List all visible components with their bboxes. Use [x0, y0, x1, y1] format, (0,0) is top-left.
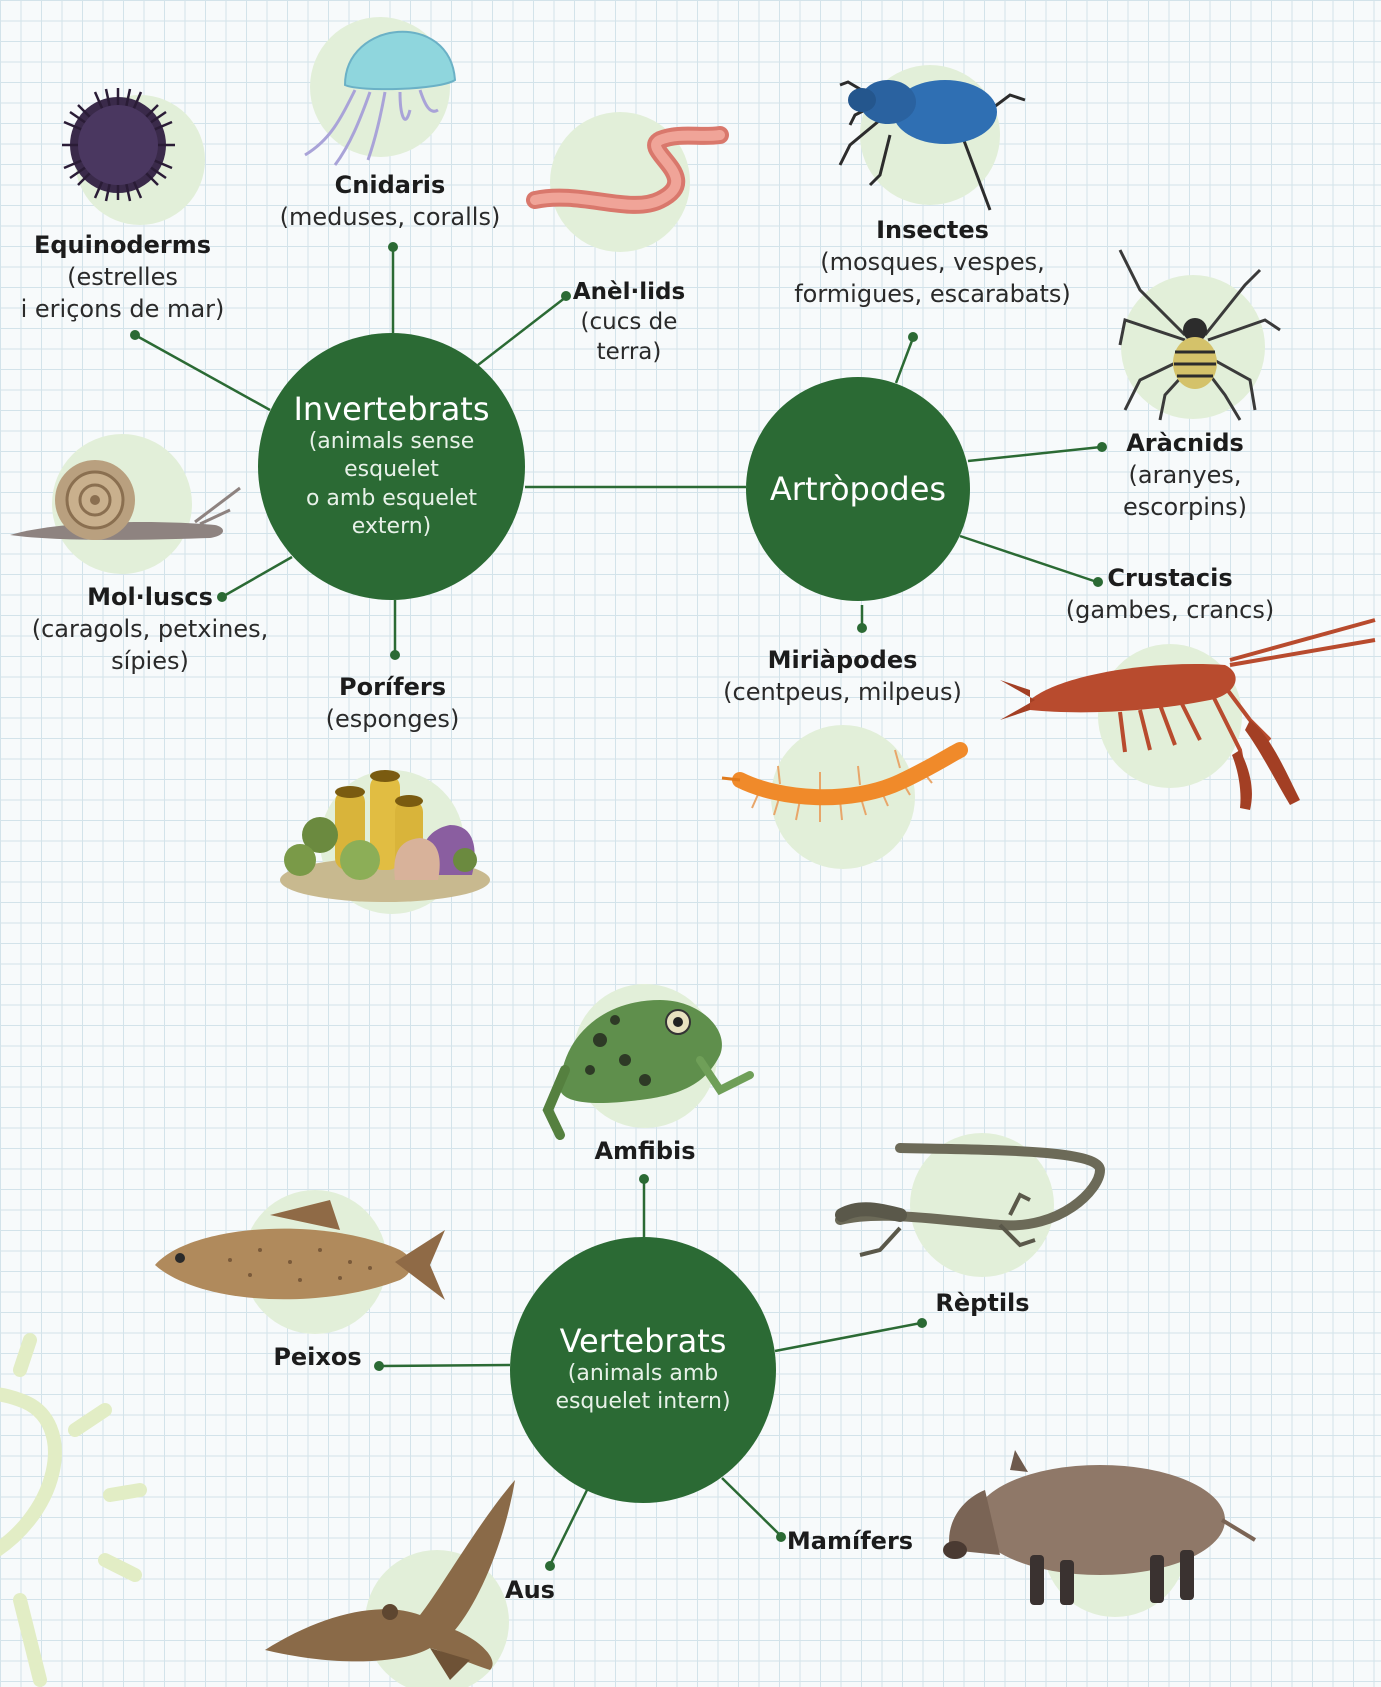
- hub-invertebrates-subtitle: (animals sense esquelet o amb esquelet e…: [258, 428, 525, 542]
- hub-invertebrates-title: Invertebrats: [293, 391, 489, 428]
- label-reptiles-title: Rèptils: [930, 1288, 1035, 1320]
- label-echinoderms-examples: (estrelles i eriçons de mar): [15, 262, 230, 326]
- label-fish: Peixos: [265, 1342, 370, 1374]
- label-cnidarians-title: Cnidaris: [270, 170, 510, 202]
- hub-arthropods: Artròpodes: [746, 377, 970, 601]
- label-reptiles: Rèptils: [930, 1288, 1035, 1320]
- label-insects: Insectes (mosques, vespes, formigues, es…: [790, 215, 1075, 311]
- label-arachnids-title: Aràcnids: [1065, 428, 1305, 460]
- label-sponges-title: Porífers: [310, 672, 475, 704]
- label-cnidarians: Cnidaris (meduses, coralls): [270, 170, 510, 234]
- label-crustaceans-title: Crustacis: [1065, 563, 1275, 595]
- label-birds-title: Aus: [495, 1575, 565, 1607]
- label-annelids-examples: (cucs de terra): [548, 308, 710, 368]
- label-arachnids: Aràcnids (aranyes, escorpins): [1065, 428, 1305, 524]
- label-amphibians: Amfibis: [580, 1136, 710, 1168]
- hub-vertebrates-subtitle: (animals amb esquelet intern): [555, 1360, 730, 1417]
- label-myriapods-examples: (centpeus, milpeus): [720, 677, 965, 709]
- hub-vertebrates: Vertebrats (animals amb esquelet intern): [510, 1237, 776, 1503]
- label-echinoderms-title: Equinoderms: [15, 230, 230, 262]
- label-amphibians-title: Amfibis: [580, 1136, 710, 1168]
- label-myriapods: Miriàpodes (centpeus, milpeus): [720, 645, 965, 709]
- label-myriapods-title: Miriàpodes: [720, 645, 965, 677]
- label-fish-title: Peixos: [265, 1342, 370, 1374]
- label-mammals-title: Mamífers: [785, 1526, 915, 1558]
- label-annelids-title: Anèl·lids: [548, 278, 710, 308]
- label-molluscs-examples: (caragols, petxines, sípies): [30, 614, 270, 678]
- label-crustaceans-examples: (gambes, crancs): [1065, 595, 1275, 627]
- label-molluscs-title: Mol·luscs: [30, 582, 270, 614]
- hub-arthropods-title: Artròpodes: [770, 471, 946, 508]
- hub-invertebrates: Invertebrats (animals sense esquelet o a…: [258, 333, 525, 600]
- sponge-icon: [280, 770, 490, 902]
- label-echinoderms: Equinoderms (estrelles i eriçons de mar): [15, 230, 230, 326]
- label-arachnids-examples: (aranyes, escorpins): [1065, 460, 1305, 524]
- label-birds: Aus: [495, 1575, 565, 1607]
- label-crustaceans: Crustacis (gambes, crancs): [1065, 563, 1275, 627]
- label-sponges-examples: (esponges): [310, 704, 475, 736]
- label-annelids: Anèl·lids (cucs de terra): [548, 278, 710, 368]
- label-mammals: Mamífers: [785, 1526, 915, 1558]
- label-sponges: Porífers (esponges): [310, 672, 475, 736]
- label-cnidarians-examples: (meduses, coralls): [270, 202, 510, 234]
- label-molluscs: Mol·luscs (caragols, petxines, sípies): [30, 582, 270, 678]
- hub-vertebrates-title: Vertebrats: [560, 1323, 727, 1360]
- label-insects-title: Insectes: [790, 215, 1075, 247]
- fish-icon: [155, 1200, 445, 1300]
- label-insects-examples: (mosques, vespes, formigues, escarabats): [790, 247, 1075, 311]
- lightbulb-icon: [0, 1340, 140, 1680]
